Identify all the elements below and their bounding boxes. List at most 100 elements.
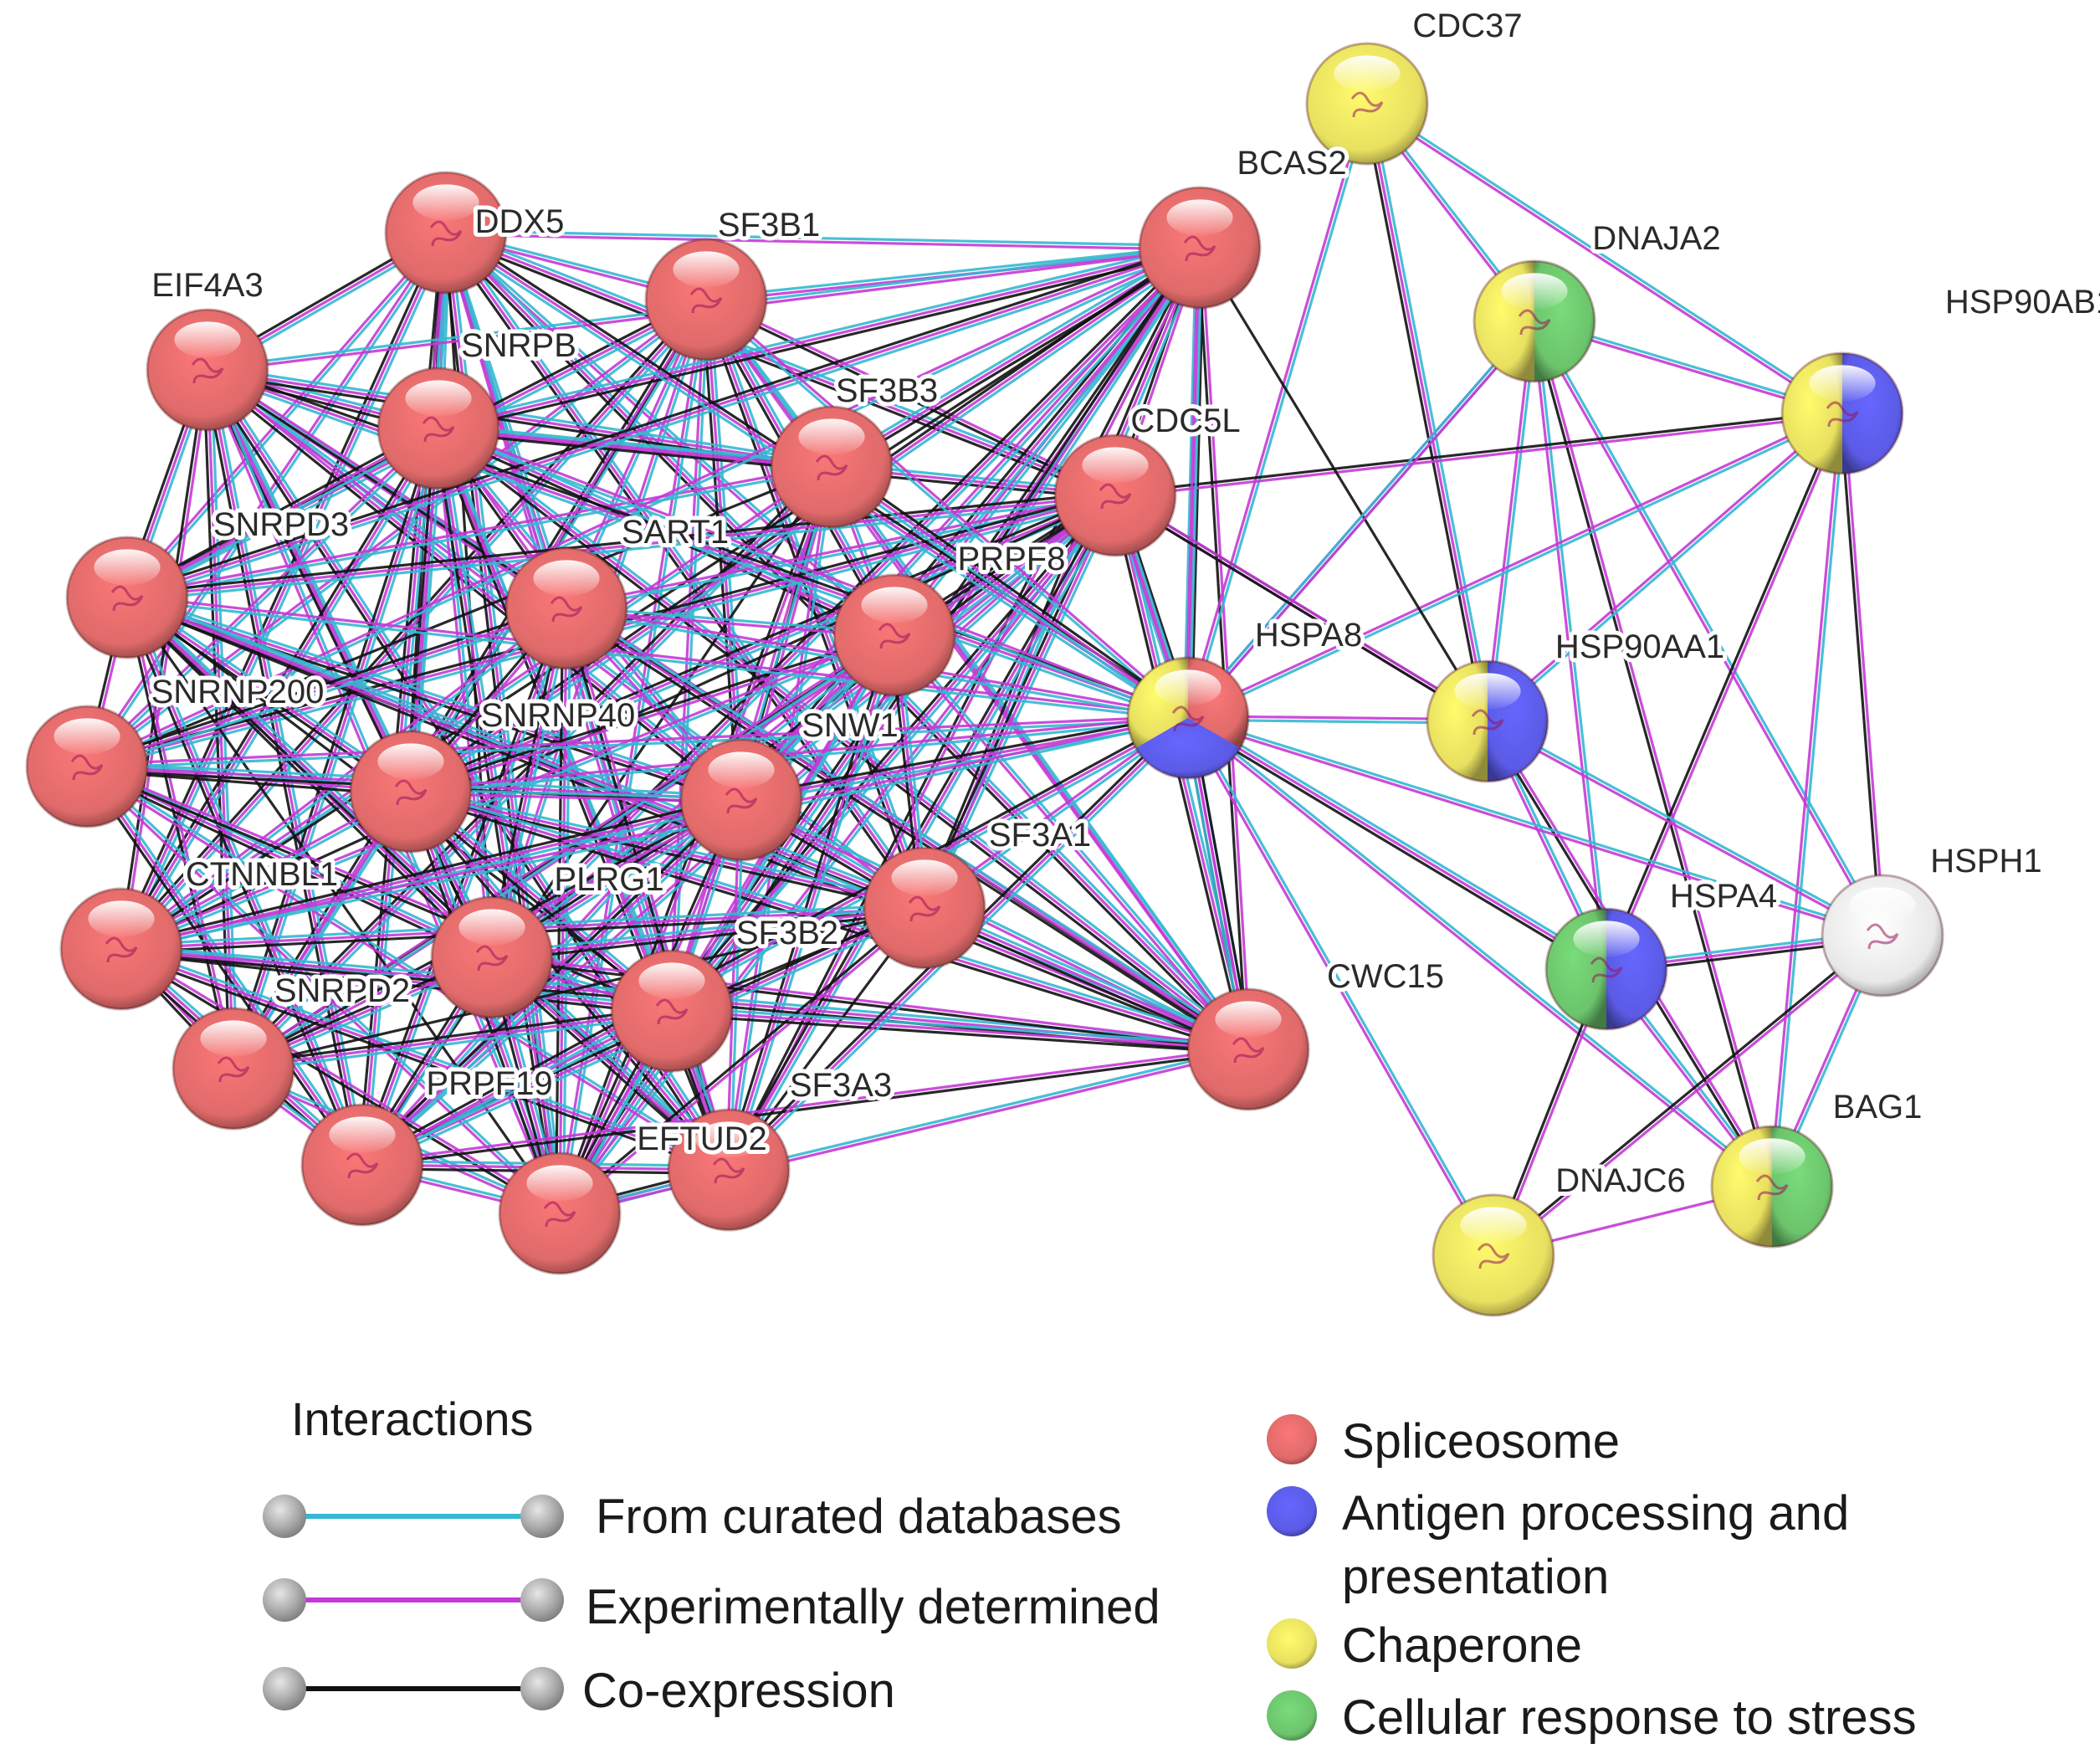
node-outline	[1186, 987, 1310, 1111]
experimental-edge	[1185, 718, 1493, 1257]
experimental-edge	[706, 297, 1191, 718]
node-plrg1[interactable]	[430, 895, 554, 1019]
node-label: SF3A3	[790, 1067, 892, 1104]
experimental-edge	[1200, 247, 1252, 1049]
protein-structure-icon	[110, 585, 144, 612]
legend-ball-right	[520, 1667, 564, 1710]
node-label: HSPA8	[1255, 617, 1362, 654]
node-highlight	[1334, 55, 1401, 92]
legend-curated-label: From curated databases	[596, 1490, 1122, 1544]
experimental-edge	[126, 246, 1201, 599]
node-snrpd3[interactable]	[65, 536, 189, 659]
legend-ball-right	[520, 1578, 564, 1622]
coexpression-edge	[120, 795, 741, 947]
coexpression-edge	[671, 1013, 1248, 1055]
coexpression-edge	[125, 243, 1200, 596]
node-bcas2[interactable]	[1138, 186, 1262, 310]
node-snrpd2[interactable]	[172, 1007, 295, 1131]
node-label: DNAJA2	[1592, 220, 1720, 257]
experimental-edge	[120, 715, 1188, 949]
curated-edge	[205, 372, 1188, 723]
experimental-edge	[127, 597, 237, 1069]
protein-structure-icon	[1590, 956, 1623, 983]
node-eif4a3[interactable]	[146, 308, 269, 432]
curated-edge	[233, 1013, 673, 1074]
curated-edge	[121, 718, 1189, 952]
experimental-edge	[233, 1009, 673, 1070]
node-outline	[1126, 656, 1250, 780]
node-cdc5l[interactable]	[1053, 433, 1177, 557]
antigen-legend-label: Antigen processing and	[1342, 1486, 1849, 1541]
node-label: HSPA4	[1670, 878, 1777, 915]
node-dnaja2[interactable]	[1473, 259, 1596, 383]
coexpression-edge	[1198, 247, 1489, 722]
curated-edge	[567, 603, 1252, 1048]
curated-edge	[1369, 102, 1493, 721]
node-label: SNRPD2	[274, 972, 410, 1009]
coexpression-edge	[438, 249, 1201, 433]
node-ddx5[interactable]	[384, 171, 508, 295]
node-hsp90aa1[interactable]	[1426, 659, 1549, 783]
node-sf3b3[interactable]	[770, 405, 894, 529]
node-label: SNRNP200	[151, 674, 325, 710]
node-outline	[863, 846, 986, 970]
experimental-edge	[207, 368, 832, 469]
curated-edge	[446, 230, 897, 635]
experimental-edge	[1485, 411, 1842, 721]
curated-edge	[1188, 413, 1844, 721]
chaperone-legend-dot	[1267, 1618, 1317, 1669]
node-snrpb[interactable]	[376, 367, 500, 490]
protein-structure-icon	[1755, 1174, 1789, 1201]
node-sf3b2[interactable]	[610, 949, 734, 1073]
node-sf3a3[interactable]	[667, 1108, 791, 1232]
node-sf3a1[interactable]	[863, 846, 986, 970]
node-hspa4[interactable]	[1544, 907, 1668, 1031]
coexpression-edge	[202, 370, 361, 1167]
legend-coexpression-label: Co-expression	[582, 1664, 895, 1718]
coexpression-edge	[358, 796, 740, 1163]
node-outline	[1821, 874, 1944, 997]
experimental-edge	[361, 1046, 1248, 1165]
node-eftud2[interactable]	[498, 1151, 622, 1275]
node-outline	[1053, 433, 1177, 557]
spliceosome-legend-dot	[1267, 1414, 1317, 1464]
node-ctnnbl1[interactable]	[59, 887, 183, 1011]
node-sart1[interactable]	[505, 546, 628, 670]
node-hsph1[interactable]	[1821, 874, 1944, 997]
node-highlight	[1155, 669, 1222, 706]
node-snw1[interactable]	[679, 738, 803, 862]
experimental-edge	[1493, 936, 1885, 1258]
curated-edge	[87, 718, 1189, 770]
node-cdc37[interactable]	[1305, 42, 1429, 166]
groups-legend: Spliceosome Antigen processing and prese…	[1267, 1414, 1917, 1745]
protein-structure-icon	[394, 779, 428, 806]
interactions-legend: Interactions From curated databases Expe…	[263, 1392, 1160, 1718]
experimental-edge	[1115, 413, 1843, 499]
experimental-edge	[86, 607, 567, 768]
node-sf3b1[interactable]	[644, 238, 768, 362]
protein-structure-icon	[908, 895, 941, 922]
interactions-legend-title: Interactions	[291, 1392, 534, 1445]
curated-edge	[363, 720, 1191, 1170]
protein-structure-icon	[1826, 401, 1859, 428]
node-prpf8[interactable]	[832, 573, 956, 697]
node-label: DNAJC6	[1555, 1162, 1686, 1199]
node-label: HSPH1	[1930, 843, 2041, 879]
node-hspa8[interactable]	[1126, 656, 1250, 780]
node-snrnp200[interactable]	[25, 705, 149, 828]
node-dnajc6[interactable]	[1432, 1193, 1555, 1317]
node-outline	[1710, 1125, 1834, 1249]
coexpression-edge	[118, 369, 207, 949]
node-prpf19[interactable]	[300, 1103, 424, 1227]
curated-edge	[741, 797, 1250, 1049]
node-bag1[interactable]	[1710, 1125, 1834, 1249]
curated-edge	[411, 718, 1189, 795]
node-cwc15[interactable]	[1186, 987, 1310, 1111]
coexpression-edge	[1531, 321, 1772, 1188]
experimental-edge	[1185, 247, 1200, 718]
node-label: SF3B2	[736, 915, 838, 951]
protein-structure-icon	[475, 945, 509, 972]
curated-edge	[832, 464, 1252, 1049]
node-snrnp40[interactable]	[349, 730, 473, 854]
node-hsp90ab1[interactable]	[1780, 351, 1904, 475]
